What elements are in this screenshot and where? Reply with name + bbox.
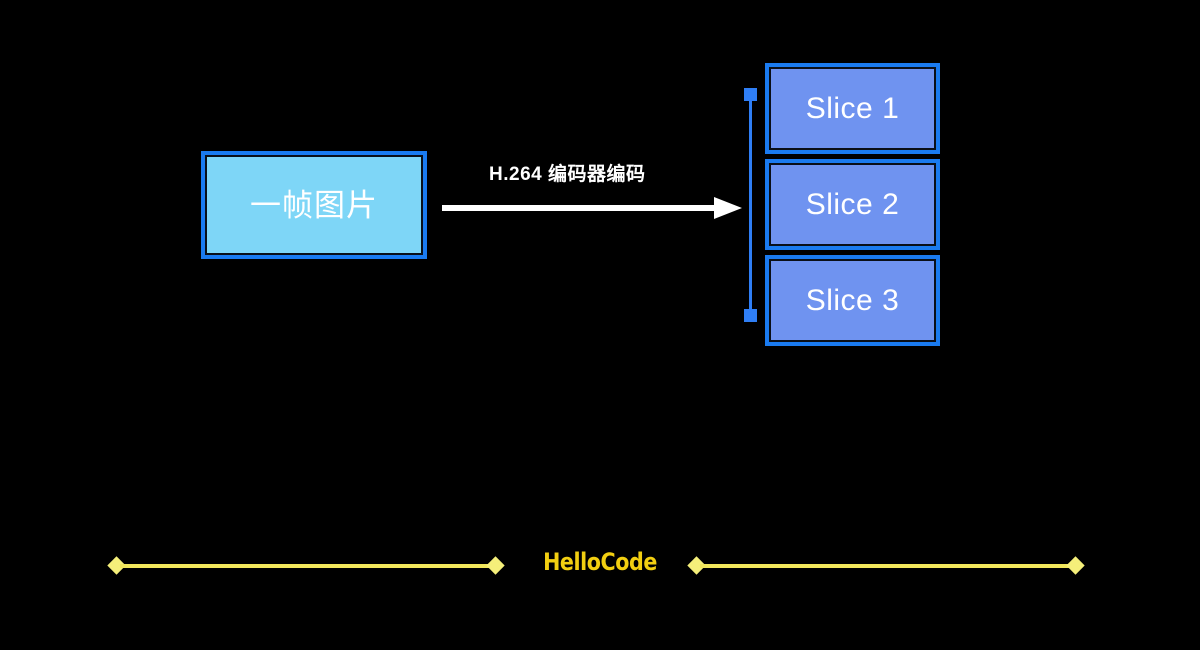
slice-box: Slice 2 (765, 159, 940, 250)
source-frame-label: 一帧图片 (250, 187, 378, 223)
encode-arrow-label: H.264 编码器编码 (489, 164, 646, 185)
arrow-right-icon (714, 197, 742, 219)
bracket-cap-bottom (744, 309, 757, 322)
source-frame-fill: 一帧图片 (205, 155, 423, 255)
slice-fill: Slice 2 (769, 163, 936, 246)
slice-box: Slice 3 (765, 255, 940, 346)
source-frame-box: 一帧图片 (201, 151, 427, 259)
arrow-shaft (442, 205, 720, 211)
footer-rule-right (687, 556, 1085, 575)
footer-decoration (0, 546, 1200, 586)
rule-line (700, 564, 1072, 568)
footer-rule-left (107, 556, 505, 575)
slice-box: Slice 1 (765, 63, 940, 154)
slice-label: Slice 3 (805, 283, 900, 317)
vertical-bracket-icon (744, 88, 758, 322)
watermark-text: HelloCode (543, 548, 657, 576)
rule-line (120, 564, 492, 568)
slice-stack: Slice 1 Slice 2 Slice 3 (765, 63, 940, 346)
bracket-bar (749, 93, 752, 317)
slice-label: Slice 1 (805, 91, 900, 125)
slice-fill: Slice 1 (769, 67, 936, 150)
encode-arrow (442, 197, 742, 219)
slice-fill: Slice 3 (769, 259, 936, 342)
slice-label: Slice 2 (805, 187, 900, 221)
